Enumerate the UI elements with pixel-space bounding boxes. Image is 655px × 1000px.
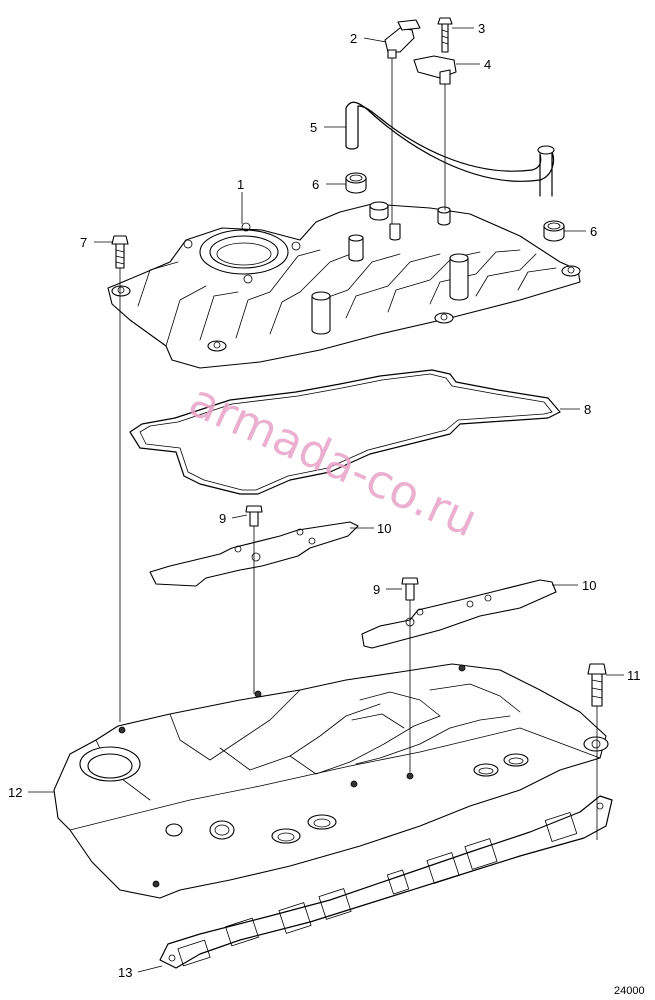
callout-9-left: 9: [219, 511, 226, 526]
sensor-part-4: [413, 55, 457, 211]
callout-5: 5: [310, 120, 317, 135]
hose-clamp-upper: [345, 172, 367, 194]
callout-13: 13: [118, 965, 132, 980]
callout-labels: 2 3 4 5 6 1 6 7 8 9 10 9 10 11 12 13: [8, 21, 641, 980]
callout-7: 7: [80, 235, 87, 250]
sensor-part: [384, 19, 421, 225]
callout-10-right: 10: [582, 578, 596, 593]
callout-11: 11: [627, 668, 641, 683]
screw-part-9-right: [401, 577, 419, 601]
callout-6-upper: 6: [312, 177, 319, 192]
watermark: armada-co.ru: [182, 373, 486, 548]
figure-number: 24000: [614, 985, 645, 997]
callout-6-right: 6: [590, 224, 597, 239]
plate-part-10-right: [361, 579, 557, 649]
callout-1: 1: [237, 177, 244, 192]
bolt-part-7: [111, 235, 129, 269]
lower-intake-manifold: [53, 663, 609, 899]
callout-3: 3: [478, 21, 485, 36]
alignment-lines: [119, 268, 598, 840]
callout-4: 4: [484, 57, 491, 72]
callout-10-left: 10: [377, 521, 391, 536]
screw-part-9-left: [245, 505, 263, 527]
bolt-part-3: [437, 17, 453, 53]
upper-intake-plenum: [107, 201, 581, 369]
bolt-part-11: [587, 663, 607, 707]
callout-2: 2: [350, 31, 357, 46]
plenum-gasket: [129, 369, 561, 495]
callout-12: 12: [8, 785, 22, 800]
breather-hose: [345, 101, 555, 197]
leader-lines: [28, 27, 624, 973]
manifold-gasket: [159, 795, 613, 969]
hose-clamp-right: [543, 220, 565, 242]
callout-9-right: 9: [373, 582, 380, 597]
callout-8: 8: [584, 402, 591, 417]
